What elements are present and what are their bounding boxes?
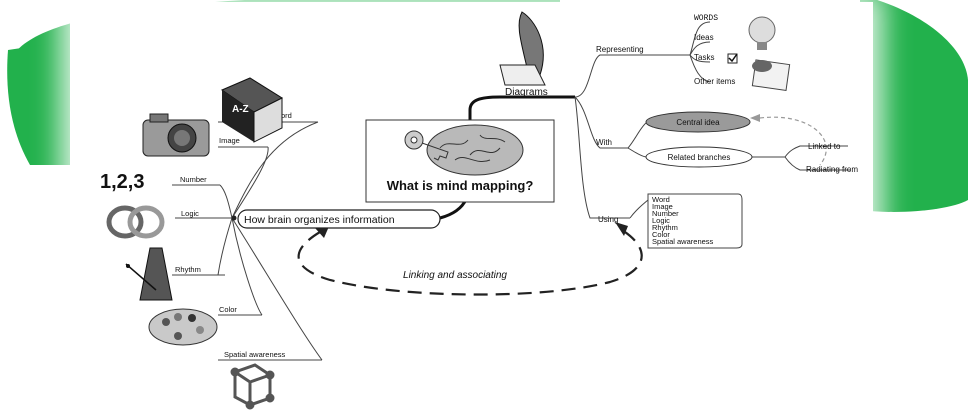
rep-item-words: WORDS [694,14,718,23]
using-item: Color [652,230,670,239]
rep-item-ideas: Ideas [694,33,714,42]
linked-to-label: Linked to [808,142,841,151]
loop-arrowhead-right [615,222,628,236]
brand-arc-left-lower [7,40,75,165]
number-glyph: 1,2,3 [100,171,144,193]
related-branches-ellipse [645,146,753,168]
fountain-pen-icon [499,11,546,86]
palette-icon [148,308,218,346]
hub-dot [231,215,237,221]
loop-label: Linking and associating [403,270,507,281]
linking-loop [297,229,643,296]
lightbulb-icon [748,16,776,50]
using-item: Word [652,195,670,204]
central-title: What is mind mapping? [387,178,534,193]
with-label: With [596,138,612,147]
label-color: Color [219,305,237,314]
using-item: Rhythm [652,223,678,232]
using-list-box [647,193,743,249]
brain-icon [426,124,524,176]
metronome-icon [125,247,173,301]
using-item: Number [652,209,679,218]
central-idea-label: Central idea [676,118,720,127]
document-stack-icon [751,59,791,91]
label-rhythm: Rhythm [175,265,201,274]
connectors [172,121,323,361]
checkbox-icon [727,53,738,64]
left-hub-label: How brain organizes information [244,214,395,226]
dictionary-glyph: A-Z [232,104,249,115]
cube-icon [230,363,275,410]
related-branches-label: Related branches [668,153,731,162]
key-icon [404,130,449,161]
rings-icon [106,205,165,239]
label-spatial: Spatial awareness [224,350,286,359]
using-label: Using [598,215,618,224]
dashed-arrowhead [750,114,760,122]
using-item: Spatial awareness [652,237,714,246]
radiating-from-label: Radiating from [806,165,858,174]
left-hub-pill [237,209,441,229]
label-logic: Logic [181,209,199,218]
using-item: Logic [652,216,670,225]
label-number: Number [180,175,207,184]
camera-icon [142,113,210,157]
using-list: Word Image Number Logic Rhythm Color Spa… [652,195,714,246]
using-item: Image [652,202,673,211]
right-connectors [574,21,850,219]
rep-item-other: Other items [694,77,735,86]
label-word: Word [274,111,292,120]
dashed-arc [759,116,827,166]
label-image: Image [219,136,240,145]
representing-label: Representing [596,45,644,54]
brand-arc-right [860,0,968,212]
rep-item-tasks: Tasks [694,53,714,62]
central-idea-ellipse [645,111,751,133]
diagrams-label: Diagrams [505,87,548,98]
dictionary-icon: A-Z [220,77,284,143]
